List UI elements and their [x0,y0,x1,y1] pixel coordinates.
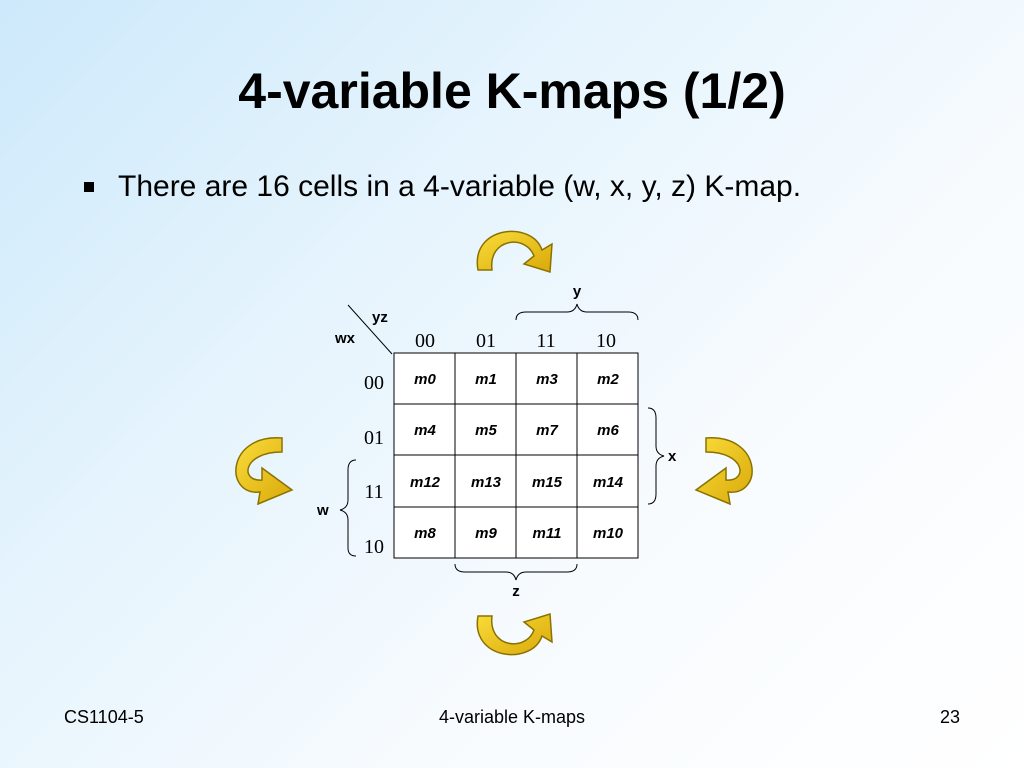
kmap-cell: m6 [597,422,619,439]
brace-z: z [454,563,578,600]
kmap-cell: m10 [593,525,624,542]
kmap-cell: m0 [414,371,436,388]
kmap-grid [393,352,639,559]
brace-label-y: y [573,283,582,300]
kmap-cell: m3 [536,371,558,388]
footer-course: CS1104-5 [64,707,144,727]
bullet-text: There are 16 cells in a 4-variable (w, x… [118,170,802,203]
col-header: 00 [415,330,435,352]
brace-w: w [316,459,357,557]
brace-label-x: x [668,448,677,465]
kmap-cell: m2 [597,371,619,388]
col-variable-label: yz [372,309,388,326]
row-header: 11 [364,481,383,503]
col-header: 01 [476,330,496,352]
row-header: 01 [364,427,384,449]
kmap-cell: m8 [414,525,436,542]
kmap-cell: m15 [532,474,563,491]
kmap-cell: m7 [536,422,558,439]
kmap-cell: m14 [593,474,624,491]
column-headers: 00 01 11 10 [415,330,616,352]
brace-label-z: z [512,583,520,600]
kmap-cell: m13 [471,474,502,491]
wrap-arrow-right-icon [694,437,753,506]
brace-x: x [647,407,677,505]
kmap-cells: m0 m1 m3 m2 m4 m5 m7 m6 m12 m13 m15 m14 … [410,371,624,542]
corner-diagonal [347,304,393,355]
wrap-arrow-left-icon [235,437,294,506]
brace-label-w: w [316,502,329,519]
footer-topic: 4-variable K-maps [438,707,586,727]
kmap-cell: m12 [410,474,441,491]
col-header: 10 [596,330,616,352]
brace-y: y [515,283,639,321]
wrap-arrow-bottom-icon [476,613,553,656]
footer-page-number: 23 [939,707,960,727]
kmap-cell: m1 [475,371,497,388]
row-variable-label: wx [334,330,356,347]
kmap-cell: m5 [475,422,497,439]
row-header: 00 [364,372,384,394]
kmap-cell: m9 [475,525,497,542]
square-bullet-icon [84,182,94,192]
row-header: 10 [364,536,384,558]
col-header: 11 [536,330,555,352]
slide-title: 4-variable K-maps (1/2) [238,63,786,119]
wrap-arrow-top-icon [476,230,553,273]
kmap-cell: m4 [414,422,436,439]
kmap-cell: m11 [533,525,562,542]
row-headers: 00 01 11 10 [364,372,384,558]
